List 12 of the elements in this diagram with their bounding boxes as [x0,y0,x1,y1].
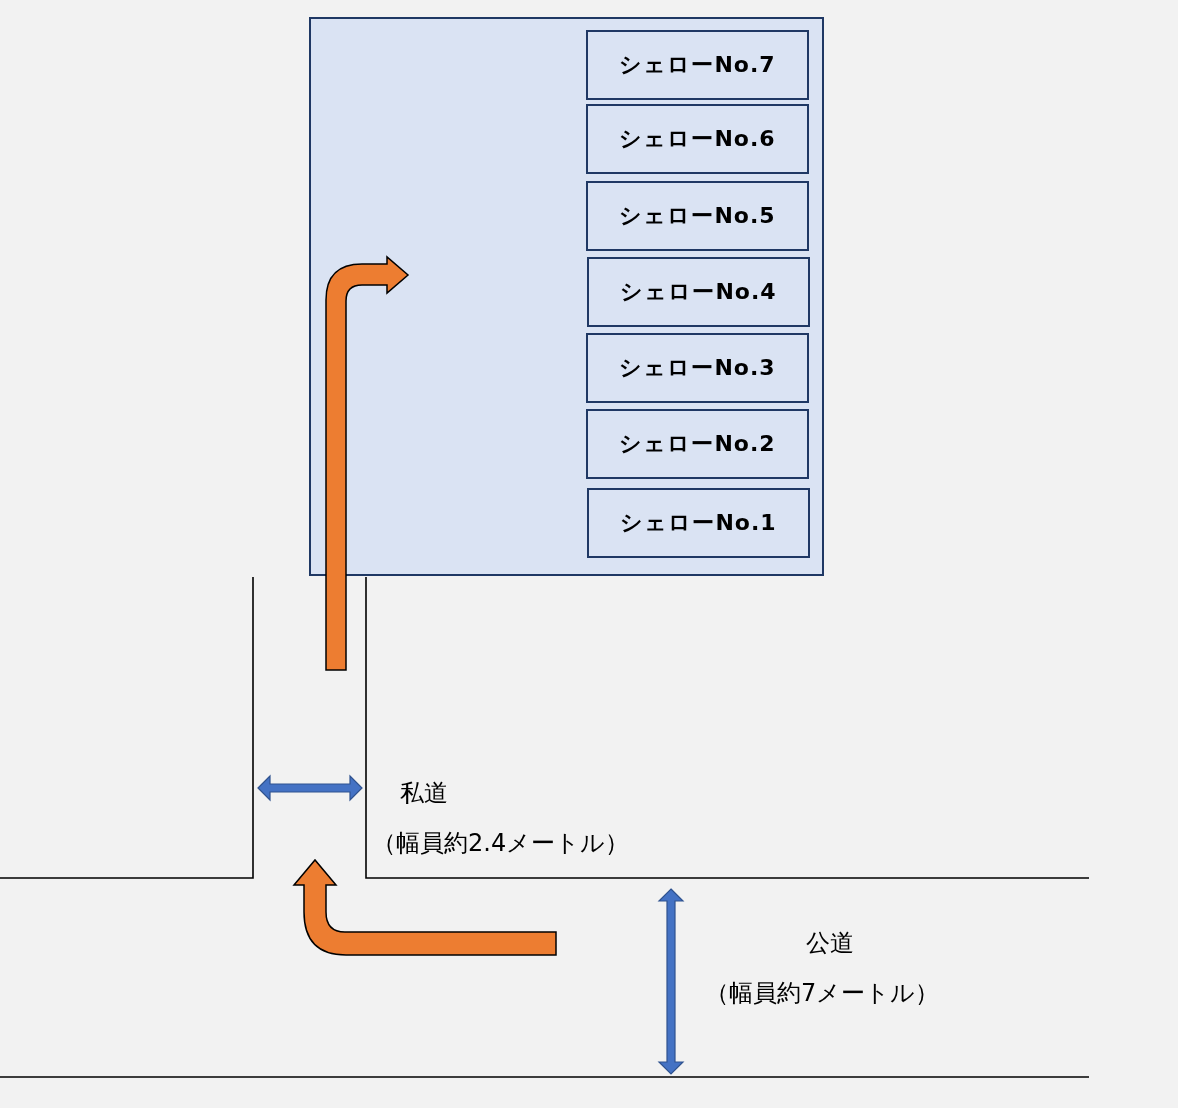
silo-box: シェローNo.1 [587,488,810,558]
silo-box: シェローNo.6 [586,104,809,174]
silo-box: シェローNo.4 [587,257,810,327]
site-area [309,17,824,576]
silo-box: シェローNo.5 [586,181,809,251]
road-width-note: （幅員約2.4メートル） [372,829,630,858]
road-name: 公道 [806,929,854,958]
silo-box: シェローNo.3 [586,333,809,403]
road-name: 私道 [400,779,448,808]
road-width-note: （幅員約7メートル） [705,979,940,1008]
silo-box: シェローNo.7 [586,30,809,100]
silo-box: シェローNo.2 [586,409,809,479]
